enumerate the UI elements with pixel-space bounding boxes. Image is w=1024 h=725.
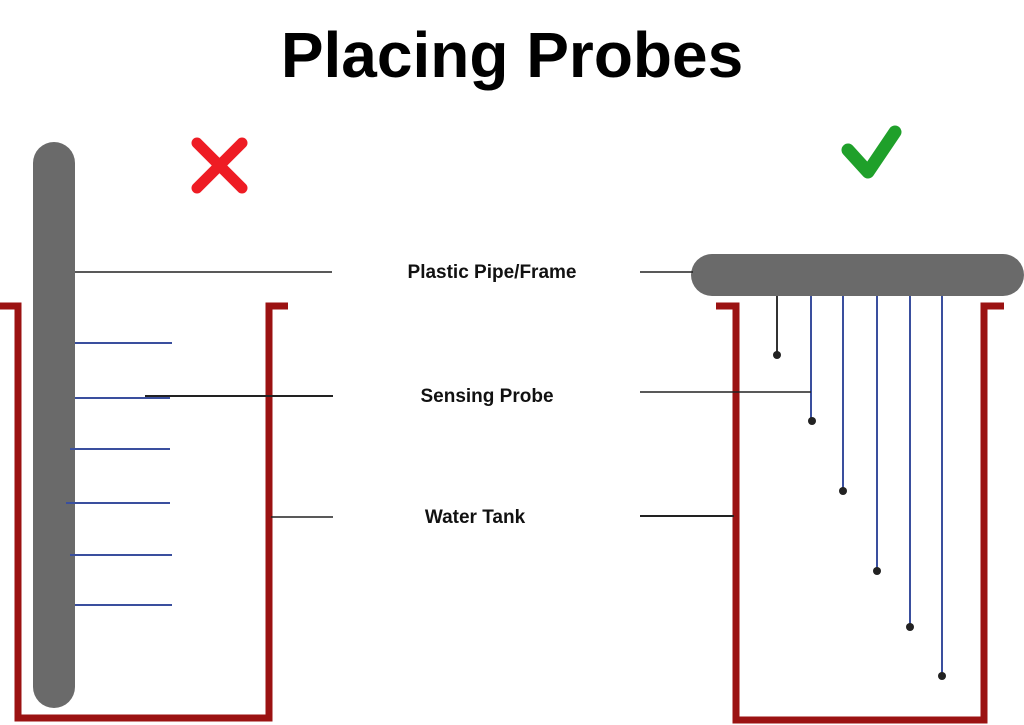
left-water-tank (0, 302, 288, 722)
right-probe (773, 296, 781, 359)
right-probe (808, 296, 816, 425)
cross-icon (191, 137, 248, 194)
label-sensing-probe: Sensing Probe (420, 386, 554, 407)
left-probes (66, 342, 172, 606)
incorrect-setup (0, 137, 333, 722)
diagram-title: Placing Probes (280, 19, 744, 91)
right-probe (873, 296, 881, 575)
check-icon (841, 125, 902, 179)
right-probe (839, 296, 847, 495)
label-water-tank: Water Tank (424, 507, 526, 528)
label-plastic-pipe-frame: Plastic Pipe/Frame (407, 262, 577, 283)
right-probes (773, 296, 946, 680)
left-vertical-pipe (33, 142, 75, 708)
right-water-tank (716, 302, 1004, 724)
right-probe (906, 296, 914, 631)
correct-setup (640, 125, 1024, 724)
right-horizontal-pipe (691, 254, 1024, 296)
right-probe (938, 296, 946, 680)
